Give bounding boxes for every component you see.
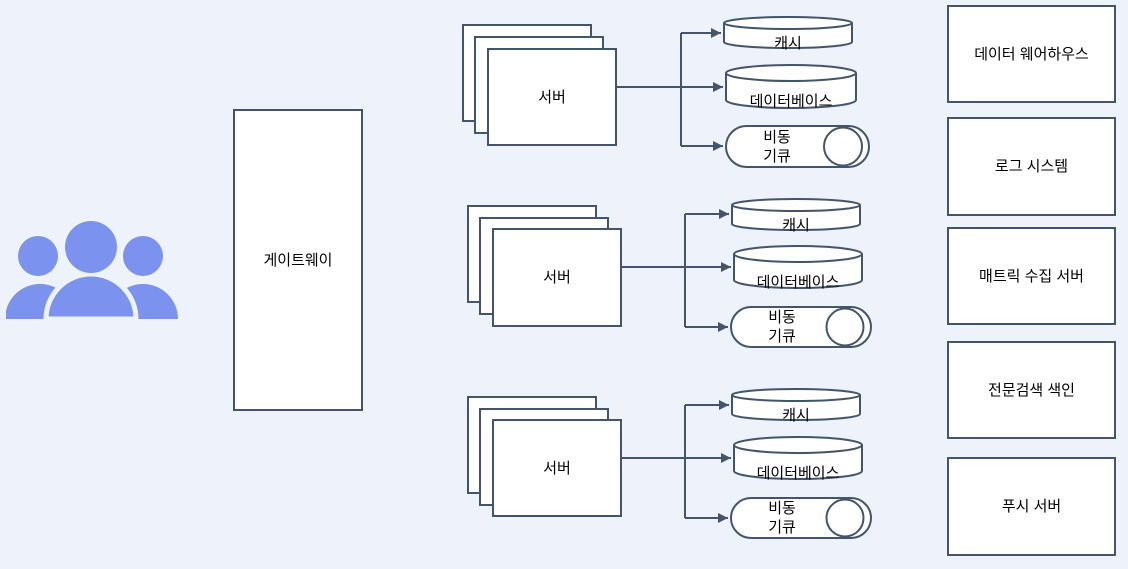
server-label-2: 서버 [543, 269, 571, 286]
user-head-left [18, 236, 58, 276]
queue-shape [730, 497, 872, 539]
user-body-center [43, 271, 139, 322]
cache-node-3: 캐시 [731, 388, 861, 424]
service-label: 로그 시스템 [994, 158, 1069, 175]
queue-shape [725, 125, 870, 168]
cylinder-shape [733, 436, 863, 480]
service-label: 푸시 서버 [1001, 498, 1062, 515]
service-node-push-server: 푸시 서버 [947, 457, 1116, 556]
gateway-label: 게이트웨이 [263, 251, 333, 269]
user-head-center [65, 221, 117, 273]
queue-label-line2-3: 기큐 [768, 519, 796, 536]
user-head-right [123, 236, 163, 276]
cache-node-2: 캐시 [731, 198, 861, 234]
database-node-3: 데이터베이스 [733, 436, 863, 482]
service-node-metric-collector: 매트릭 수집 서버 [947, 227, 1116, 325]
database-label-1: 데이터베이스 [749, 93, 833, 110]
cylinder-shape [733, 245, 863, 289]
service-node-log-system: 로그 시스템 [947, 117, 1116, 216]
service-label: 데이터 웨어하우스 [974, 45, 1089, 63]
server-node-3: 서버 [492, 419, 622, 517]
cylinder-shape [725, 64, 857, 109]
gateway-node: 게이트웨이 [233, 109, 363, 411]
database-node-2: 데이터베이스 [733, 245, 863, 291]
users-icon [6, 221, 178, 322]
server-label-3: 서버 [543, 459, 571, 477]
queue-shape [730, 306, 872, 348]
queue-node-1: 비동 기큐 [725, 125, 870, 168]
service-node-data-warehouse: 데이터 웨어하우스 [947, 5, 1116, 103]
server-label-1: 서버 [538, 88, 566, 106]
queue-node-3: 비동 기큐 [730, 497, 872, 539]
cache-node-1: 캐시 [723, 16, 853, 52]
cache-label-3: 캐시 [782, 407, 810, 424]
cylinder-shape [723, 16, 853, 49]
service-label: 전문검색 색인 [988, 381, 1075, 399]
service-node-fulltext-index: 전문검색 색인 [947, 341, 1116, 439]
server-node-2: 서버 [492, 228, 622, 327]
queue-label-line2-1: 기큐 [763, 147, 791, 165]
database-label-3: 데이터베이스 [756, 464, 840, 482]
cylinder-shape [731, 388, 861, 421]
service-label: 매트릭 수집 서버 [979, 267, 1084, 285]
cache-label-1: 캐시 [774, 35, 802, 52]
database-node-1: 데이터베이스 [725, 64, 857, 110]
server-node-1: 서버 [487, 48, 617, 146]
queue-label-line1-1: 비동 [763, 128, 791, 146]
queue-label-line1-3: 비동 [768, 500, 796, 517]
database-label-2: 데이터베이스 [756, 273, 840, 291]
queue-node-2: 비동 기큐 [730, 306, 872, 348]
cache-label-2: 캐시 [782, 217, 810, 234]
cylinder-shape [731, 198, 861, 231]
queue-label-line2-2: 기큐 [768, 328, 796, 345]
queue-label-line1-2: 비동 [768, 309, 796, 326]
